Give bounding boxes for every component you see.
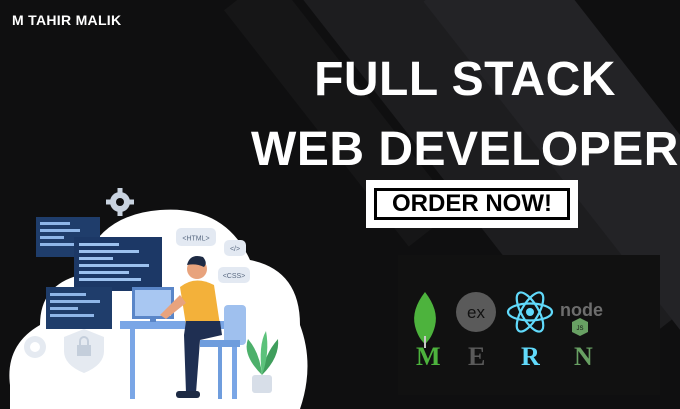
svg-text:<CSS>: <CSS> [223,273,246,280]
person-pants [184,321,222,393]
desk [120,321,246,329]
mern-stack: ex node JS M E R N [410,288,630,388]
developer-illustration: <HTML> </> <CSS> [9,188,308,409]
css-bubble: <CSS> [218,267,250,283]
headline-line1: FULL STACK [314,53,616,106]
html-bubble: <HTML> [176,228,216,246]
lock-icon [64,329,104,373]
chair [224,305,246,345]
svg-text:<HTML>: <HTML> [182,236,209,243]
nodejs-icon: node JS [560,300,603,336]
code-window [46,287,112,329]
plant-icon [246,331,279,393]
react-icon [506,291,554,333]
letter-r: R [521,342,540,371]
mongodb-icon [414,292,436,348]
svg-text:JS: JS [576,326,583,332]
svg-text:</>: </> [230,246,240,253]
letter-e: E [468,342,486,371]
gear-icon [24,336,46,358]
person-shirt [180,280,220,325]
code-bubble: </> [224,240,246,256]
order-now-label: ORDER NOW! [374,188,570,220]
svg-text:ex: ex [467,303,485,322]
stack-logos: ex node JS [414,291,603,348]
author-name: M TAHIR MALIK [12,12,122,28]
express-icon: ex [456,292,496,332]
letter-n: N [574,342,593,371]
code-window [74,237,162,291]
letter-m: M [416,342,441,371]
order-now-button[interactable]: ORDER NOW! [366,180,578,228]
svg-text:node: node [560,300,603,320]
headline-line2: WEB DEVELOPER [251,123,679,176]
gear-icon [106,188,134,216]
